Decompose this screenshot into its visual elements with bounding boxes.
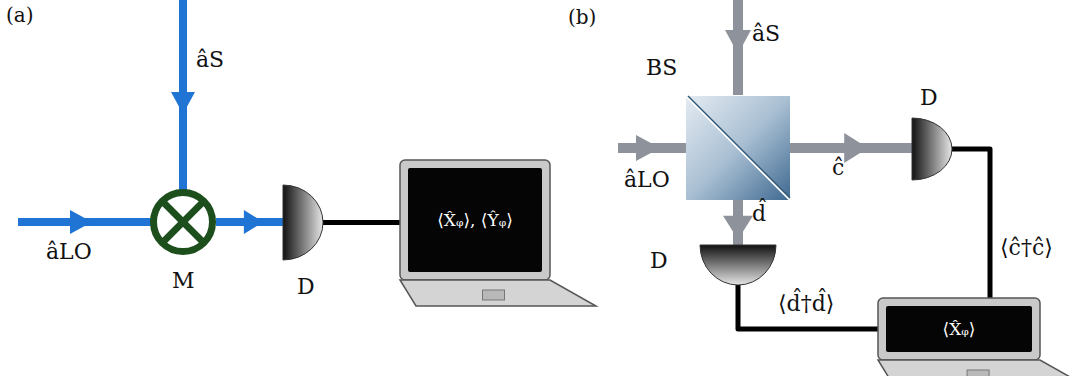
- detector: D: [700, 245, 776, 285]
- beam-splitter: BS: [686, 96, 790, 200]
- signal-label: ⟨d̂†d̂⟩: [778, 292, 834, 316]
- signal-wire: [952, 149, 990, 298]
- mode-label: âS: [752, 22, 780, 46]
- beam-arrowhead: [636, 135, 660, 161]
- component-label: D: [650, 249, 668, 273]
- panel-label: (a): [6, 4, 34, 26]
- mixer-shape: [150, 189, 216, 255]
- laptop-screen: ⟨X̂ᵩ⟩, ⟨Ŷᵩ⟩: [400, 160, 550, 280]
- component-label: D: [920, 86, 938, 110]
- laptop-screen: ⟨X̂ᵩ⟩: [878, 298, 1040, 360]
- mode-label: d̂: [752, 202, 766, 226]
- beam-arrowhead: [725, 30, 751, 54]
- signal-wire: [323, 222, 400, 223]
- detD-shape: [700, 245, 776, 285]
- component-label: M: [172, 269, 195, 293]
- light-beam: [216, 210, 283, 234]
- screen-readout: ⟨X̂ᵩ⟩: [943, 319, 976, 339]
- beam-arrowhead: [70, 210, 92, 234]
- detR-shape: [912, 118, 952, 180]
- bs-shape: [686, 96, 790, 200]
- detector: D: [283, 185, 323, 260]
- light-beam: [723, 200, 753, 245]
- mode-label: ĉ: [832, 156, 844, 180]
- mode-label: âLO: [46, 240, 92, 264]
- light-beam: [790, 133, 912, 163]
- mixer-circle: M: [150, 189, 216, 255]
- signal-wire: [738, 285, 878, 329]
- component-label: BS: [646, 56, 677, 80]
- screen-readout: ⟨X̂ᵩ⟩, ⟨Ŷᵩ⟩: [437, 210, 513, 230]
- beam-arrowhead: [171, 92, 195, 114]
- detector: D: [912, 118, 952, 180]
- mode-label: âLO: [624, 168, 670, 192]
- detR-shape: [283, 185, 323, 260]
- mode-label: âS: [196, 48, 224, 72]
- component-label: D: [297, 275, 315, 299]
- signal-label: ⟨ĉ†ĉ⟩: [1000, 236, 1053, 260]
- panel-label: (b): [568, 6, 596, 28]
